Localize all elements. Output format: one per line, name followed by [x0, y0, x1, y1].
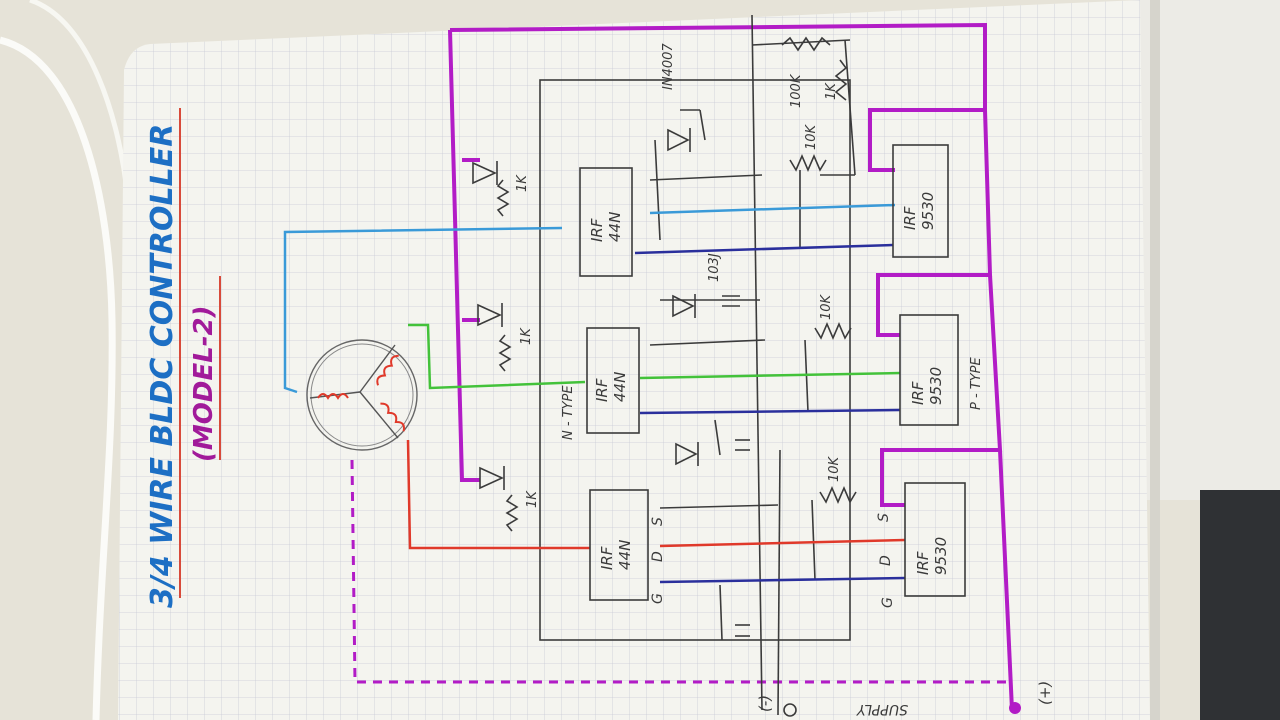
pin-g-n3: G — [650, 593, 666, 604]
p-mosfet-1-line1: IRF — [901, 206, 919, 230]
n-mosfet-3-body — [589, 489, 649, 601]
n-mosfet-2-body — [586, 327, 640, 434]
page-subtitle: (MODEL-2) — [189, 305, 219, 462]
p-mosfet-1-body — [892, 144, 949, 258]
pin-g-p3: G — [880, 597, 896, 608]
p-mosfet-3-line1: IRF — [914, 551, 932, 575]
pin-d-n3: D — [650, 551, 666, 562]
supply-rail — [350, 22, 1014, 711]
p-mosfet-2-line1: IRF — [909, 381, 927, 405]
cabinet-shadow — [1200, 490, 1280, 720]
plus-terminal-label: (+) — [1036, 681, 1054, 705]
diode-top — [667, 128, 691, 152]
capacitor-low — [735, 439, 750, 451]
n-mosfet-2-line1: IRF — [593, 378, 611, 402]
diode-mid — [672, 294, 696, 318]
pin-s-n3: S — [650, 517, 666, 526]
n-mosfet-3-line1: IRF — [598, 546, 616, 570]
drain-wire-red — [659, 538, 906, 548]
n-mosfet-1-line2: 44N — [606, 212, 624, 242]
gate-wire-green — [639, 371, 901, 380]
supply-label: SUPPLY — [856, 701, 908, 717]
n-type-label: N - TYPE — [561, 385, 576, 440]
gate-wires-navy — [634, 243, 906, 584]
p-mosfet-1-label: IRF 9530 — [901, 192, 937, 230]
p-type-label: P - TYPE — [969, 356, 984, 410]
pin-s-p3: S — [876, 513, 892, 522]
p-mosfet-3-line2: 9530 — [932, 537, 950, 575]
resistor-10k-3: 10K — [827, 455, 842, 482]
p-mosfet-2-line2: 9530 — [927, 367, 945, 405]
phase-wire-green — [408, 323, 586, 390]
resistor-zigzags — [496, 36, 857, 532]
bldc-motor-symbol — [306, 339, 418, 451]
p-mosfet-1-line2: 9530 — [919, 192, 937, 230]
n-mosfet-3-line2: 44N — [616, 540, 634, 570]
diode-label: IN4007 — [661, 43, 676, 90]
phase-wire-red — [406, 439, 590, 550]
resistor-1k-top: 1K — [824, 82, 839, 100]
p-mosfet-3-body — [904, 482, 966, 597]
diode-low — [675, 442, 699, 466]
pot-label: 100K — [789, 73, 804, 108]
gate-wire-blue — [649, 203, 896, 215]
p-mosfet-2-label: IRF 9530 — [909, 367, 945, 405]
page-title: 3/4 WIRE BLDC CONTROLLER — [145, 124, 180, 608]
p-mosfet-3-label: IRF 9530 — [914, 537, 950, 575]
plus-terminal-dot — [1009, 702, 1021, 714]
resistor-1k-led1: 1K — [515, 174, 530, 192]
n-mosfet-2-label: IRF 44N — [593, 372, 629, 402]
n-mosfet-1-body — [579, 167, 633, 277]
pin-d-p3: D — [878, 555, 894, 566]
led-1 — [472, 161, 498, 185]
capacitor-mid — [722, 295, 740, 307]
phase-wire-blue — [283, 226, 563, 394]
n-mosfet-1-label: IRF 44N — [588, 212, 624, 242]
circuit-wiring — [539, 14, 856, 716]
capacitor-label: 103J — [707, 253, 722, 282]
minus-terminal-label: (-) — [756, 695, 774, 712]
n-mosfet-1-line1: IRF — [588, 218, 606, 242]
right-cabinet — [1140, 0, 1280, 500]
resistor-1k-led2: 1K — [519, 327, 534, 345]
n-mosfet-3-label: IRF 44N — [598, 540, 634, 570]
n-mosfet-2-line2: 44N — [611, 372, 629, 402]
minus-terminal-dot — [783, 703, 797, 717]
resistor-10k-1: 10K — [804, 123, 819, 150]
p-mosfet-2-body — [899, 314, 959, 426]
cabinet-edge — [1150, 0, 1160, 720]
led-3 — [479, 466, 505, 490]
resistor-1k-led3: 1K — [525, 490, 540, 508]
led-2 — [477, 303, 503, 327]
capacitor-bottom — [735, 624, 750, 637]
white-cable — [0, 36, 116, 720]
resistor-10k-2: 10K — [819, 293, 834, 320]
